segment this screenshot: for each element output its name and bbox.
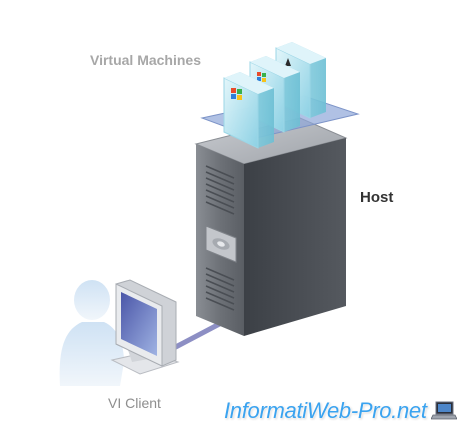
user-silhouette-icon xyxy=(59,280,124,386)
laptop-icon xyxy=(430,401,457,420)
windows-logo-icon xyxy=(231,88,242,100)
virtual-machine-1 xyxy=(223,72,274,149)
server-vents xyxy=(205,165,235,311)
vi-client-label: VI Client xyxy=(108,395,161,411)
host-server-icon xyxy=(194,117,348,336)
host-label: Host xyxy=(360,189,394,206)
watermark-text: InformatiWeb-Pro.net xyxy=(224,398,427,423)
windows-logo-icon xyxy=(257,72,266,82)
penguin-icon xyxy=(285,58,291,66)
virtual-machines-label: Virtual Machines xyxy=(90,52,202,68)
watermark: InformatiWeb-Pro.net xyxy=(224,398,457,424)
vi-client-monitor-icon xyxy=(110,279,180,375)
